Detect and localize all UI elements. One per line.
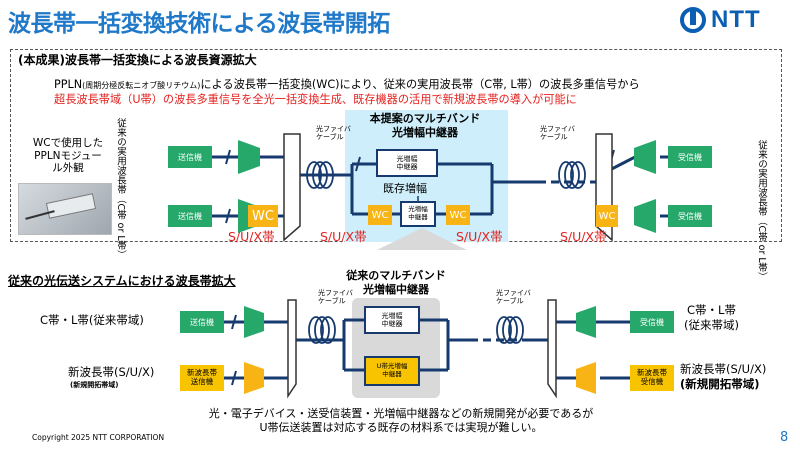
top-description-line1: PPLN(周期分極反転ニオブ酸リチウム)による波長帯一括変換(WC)により、従来… [54, 78, 640, 91]
band-label-4: S/U/X帯 [560, 229, 607, 244]
ntt-logo: NTT [678, 6, 761, 34]
bottom-new-receiver: 新波長帯受信機 [630, 365, 674, 391]
wc-box-4: WC [596, 205, 618, 227]
bottom-receiver: 受信機 [630, 311, 674, 333]
wc-box-3: WC [446, 205, 470, 225]
page-title: 波長帯一括変換技術による波長帯開拓 [8, 11, 390, 37]
bottom-left-new-label: 新波長帯(S/U/X) [68, 365, 155, 379]
bottom-left-cl-label: C帯・L帯(従来帯域) [40, 313, 144, 327]
top-description-line2: 超長波長帯域（U帯）の波長多重信号を全光一括変換生成、既存機器の活用で新規波長帯… [54, 93, 577, 106]
top-transmitter-2: 送信機 [168, 205, 212, 227]
wc-box-1: WC [248, 205, 278, 227]
bottom-right-new-label: 新波長帯(S/U/X)(新規開拓帯域) [680, 362, 767, 391]
top-transmitter-1: 送信機 [168, 146, 212, 168]
amp-box-upper: 光増幅中継器 [376, 149, 438, 177]
page-number: 8 [780, 430, 789, 445]
band-label-3: S/U/X帯 [456, 229, 503, 244]
amp-box-lower: 光増幅中継器 [400, 201, 436, 227]
fiber-label-top-right: 光ファイバケーブル [540, 125, 575, 141]
existing-amp-label: 既存増幅 [383, 182, 427, 195]
ntt-logo-icon [680, 7, 706, 33]
left-vertical-label: 従来の実用波長帯（C帯 or L帯） [115, 118, 126, 260]
bottom-transmitter: 送信機 [180, 311, 224, 333]
copyright: Copyright 2025 NTT CORPORATION [32, 433, 165, 442]
fiber-label-bottom-right: 光ファイバケーブル [496, 289, 531, 305]
top-receiver-2: 受信機 [668, 205, 712, 227]
bottom-right-cl-label: C帯・L帯(従来帯域) [684, 303, 739, 332]
fiber-label-bottom-left: 光ファイバケーブル [318, 289, 353, 305]
bottom-left-new-sub: (新規開拓帯域) [70, 381, 119, 389]
bottom-section-heading: 従来の光伝送システムにおける波長帯拡大 [8, 274, 236, 288]
conventional-repeater-title: 従来のマルチバンド光増幅中継器 [346, 269, 446, 296]
top-receiver-1: 受信機 [668, 146, 712, 168]
band-label-1: S/U/X帯 [228, 229, 275, 244]
proposed-repeater-title: 本提案のマルチバンド光増幅中継器 [369, 112, 481, 139]
bottom-amp-box: 光増幅中継器 [364, 306, 420, 334]
right-vertical-label: 従来の実用波長帯（C帯 or L帯） [756, 140, 767, 282]
top-section-heading: (本成果)波長帯一括変換による波長資源拡大 [18, 53, 257, 67]
photo-caption: WCで使用した PPLNモジュー ル外観 [32, 137, 104, 175]
wc-box-2: WC [368, 205, 392, 225]
fiber-label-top-left: 光ファイバケーブル [316, 125, 351, 141]
ppln-module-photo [18, 183, 112, 235]
logo-text: NTT [711, 6, 761, 33]
bottom-u-amp-box: U帯光増幅中継器 [364, 356, 420, 386]
band-label-2: S/U/X帯 [320, 229, 367, 244]
bottom-new-transmitter: 新波長帯送信機 [180, 365, 224, 391]
